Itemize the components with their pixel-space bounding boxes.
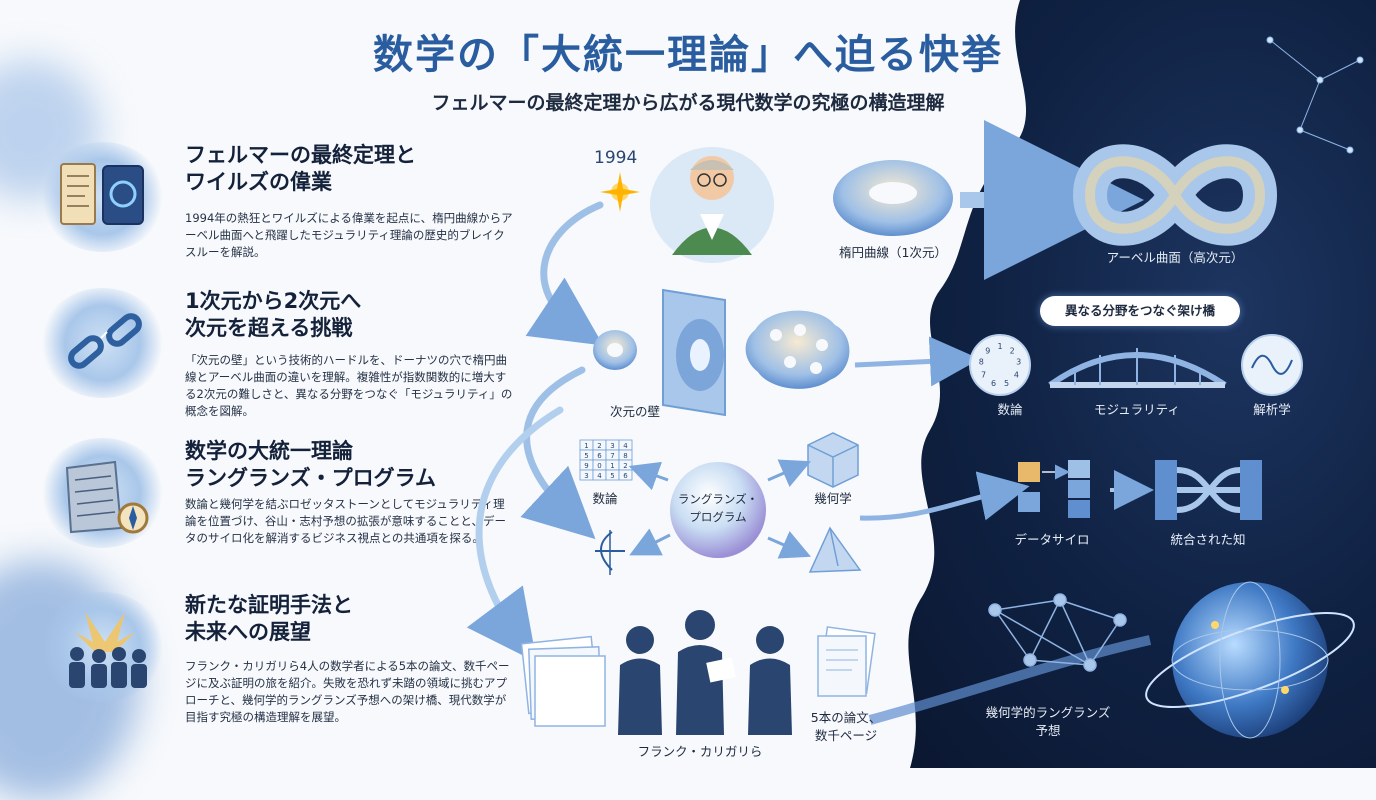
cube-icon bbox=[807, 432, 859, 488]
integrated-knowledge-icon bbox=[1155, 460, 1262, 520]
bridge-caption-bubble: 異なる分野をつなぐ架け橋 bbox=[1040, 296, 1240, 326]
clock-number: 6 bbox=[991, 379, 996, 388]
grid-number: 0 bbox=[597, 462, 601, 470]
flow-arrow bbox=[525, 201, 604, 346]
abelian-surface-label: アーベル曲面（高次元） bbox=[1107, 250, 1244, 265]
elliptic-torus-icon bbox=[833, 160, 953, 236]
year-label: 1994 bbox=[594, 148, 637, 168]
clock-number: 5 bbox=[1004, 379, 1009, 388]
flow-arrow bbox=[854, 336, 980, 387]
section-body: 1994年の熱狂とワイルズによる偉業を起点に、楕円曲線からアーベル曲面へと飛躍し… bbox=[185, 211, 513, 259]
clock-number: 1 bbox=[997, 342, 1002, 351]
grid-number: 8 bbox=[623, 452, 627, 460]
hub-arrow bbox=[628, 461, 669, 491]
section-future: 新たな証明手法と 未来への展望 フランク・カリガリら4人の数学者による5本の論文… bbox=[40, 592, 510, 742]
grid-number: 4 bbox=[623, 442, 628, 450]
grid-number: 1 bbox=[584, 442, 588, 450]
document-icon bbox=[817, 626, 876, 697]
modularity-label: モジュラリティ bbox=[1094, 402, 1180, 417]
clock-number: 4 bbox=[1014, 371, 1019, 380]
multi-hole-surface-icon bbox=[745, 310, 850, 389]
grid-number: 5 bbox=[584, 452, 588, 460]
grid-number: 7 bbox=[610, 452, 614, 460]
analysis-symbol-icon bbox=[595, 530, 625, 575]
pyramid-icon bbox=[808, 526, 862, 573]
wiles-portrait-icon bbox=[650, 147, 774, 263]
clock-number: 9 bbox=[985, 346, 990, 355]
papers-label-line2: 数千ページ bbox=[815, 728, 877, 743]
spark-icon bbox=[600, 172, 640, 212]
grid-number: 2 bbox=[623, 462, 627, 470]
mathematician-silhouettes-icon bbox=[618, 610, 792, 735]
section-body: 数論と幾何学を結ぶロゼッタストーンとしてモジュラリティ理論を位置づけ、谷山・志村… bbox=[185, 497, 506, 545]
page-subtitle: フェルマーの最終定理から広がる現代数学の究極の構造理解 bbox=[431, 92, 945, 114]
analysis-label: 解析学 bbox=[1253, 402, 1291, 417]
paper-stack-icon bbox=[520, 635, 606, 727]
section-heading: フェルマーの最終定理と ワイルズの偉業 bbox=[185, 143, 416, 194]
hub-arrow bbox=[767, 459, 811, 487]
grid-number: 3 bbox=[584, 472, 588, 480]
page-title: 数学の「大統一理論」へ迫る快挙 bbox=[373, 32, 1003, 78]
clock-number: 2 bbox=[1010, 346, 1015, 355]
flow-arrow bbox=[466, 406, 564, 663]
calegari-label: フランク・カリガリら bbox=[638, 744, 763, 759]
clock-number: 7 bbox=[981, 371, 986, 380]
section-dimension: 1次元から2次元へ 次元を超える挑戦 「次元の壁」という技術的ハードルを、ドーナ… bbox=[40, 288, 512, 428]
section-heading: 新たな証明手法と 未来への展望 bbox=[185, 593, 353, 644]
small-torus-icon bbox=[593, 330, 637, 370]
hub-arrow bbox=[767, 531, 811, 559]
grid-number: 1 bbox=[610, 462, 614, 470]
diagram-canvas: 1994 楕円曲線（1次元） アーベル曲面（高次元） bbox=[466, 36, 1364, 759]
papers-label-line1: 5本の論文、 bbox=[811, 710, 881, 725]
grid-number: 9 bbox=[584, 462, 588, 470]
langlands-label-line1: ラングランズ・ bbox=[678, 492, 758, 506]
mathematicians-icon bbox=[40, 592, 165, 702]
geometric-langlands-label-line2: 予想 bbox=[1035, 723, 1060, 738]
hub-arrow bbox=[629, 528, 671, 556]
geometric-langlands-label-line1: 幾何学的ラングランズ bbox=[986, 705, 1111, 720]
grid-number: 2 bbox=[597, 442, 601, 450]
clock-number: 8 bbox=[979, 358, 984, 367]
langlands-orb bbox=[670, 462, 766, 558]
section-body: フランク・カリガリら4人の数学者による5本の論文、数千ページに及ぶ証明の旅を紹介… bbox=[185, 659, 510, 724]
globe-icon bbox=[1145, 581, 1355, 739]
clock-number: 3 bbox=[1016, 358, 1021, 367]
integrated-knowledge-label: 統合された知 bbox=[1170, 532, 1245, 547]
bridge-icon bbox=[1048, 348, 1227, 388]
langlands-label-line2: プログラム bbox=[689, 510, 746, 524]
dimension-wall-label: 次元の壁 bbox=[610, 404, 660, 419]
section-heading: 1次元から2次元へ 次元を超える挑戦 bbox=[185, 289, 362, 340]
grid-number: 5 bbox=[610, 472, 614, 480]
network-lattice-icon bbox=[988, 593, 1127, 672]
scroll-tablet-icon bbox=[40, 142, 165, 252]
constellation-decoration bbox=[1266, 36, 1364, 154]
section-heading: 数学の大統一理論 ラングランズ・プログラム bbox=[185, 439, 436, 490]
abelian-surface-icon bbox=[1072, 144, 1278, 246]
grid-number: 6 bbox=[623, 472, 628, 480]
geometry-label: 幾何学 bbox=[814, 491, 852, 506]
data-silo-icon bbox=[1018, 460, 1090, 518]
grid-number: 3 bbox=[610, 442, 614, 450]
section-langlands: 数学の大統一理論 ラングランズ・プログラム 数論と幾何学を結ぶロゼッタストーンと… bbox=[40, 438, 510, 578]
flow-arrow bbox=[859, 471, 1030, 521]
data-silo-label: データサイロ bbox=[1014, 532, 1089, 547]
number-theory-clock-icon bbox=[969, 334, 1031, 396]
grid-number: 4 bbox=[597, 472, 602, 480]
section-body: 「次元の壁」という技術的ハードルを、ドーナツの穴で楕円曲線とアーベル曲面の違いを… bbox=[185, 353, 513, 418]
flow-arrow bbox=[868, 635, 1152, 725]
broken-chain-icon bbox=[40, 288, 165, 398]
analysis-wave-icon bbox=[1241, 334, 1303, 396]
grid-number: 6 bbox=[597, 452, 602, 460]
section-fermat: フェルマーの最終定理と ワイルズの偉業 1994年の熱狂とワイルズによる偉業を起… bbox=[40, 142, 513, 272]
number-theory-label: 数論 bbox=[997, 402, 1023, 417]
elliptic-curve-label: 楕円曲線（1次元） bbox=[839, 245, 947, 260]
rosetta-stone-compass-icon bbox=[40, 438, 165, 548]
flow-arrow bbox=[520, 366, 596, 540]
dimension-wall-icon bbox=[662, 288, 726, 417]
number-theory-hub-label: 数論 bbox=[592, 491, 618, 506]
